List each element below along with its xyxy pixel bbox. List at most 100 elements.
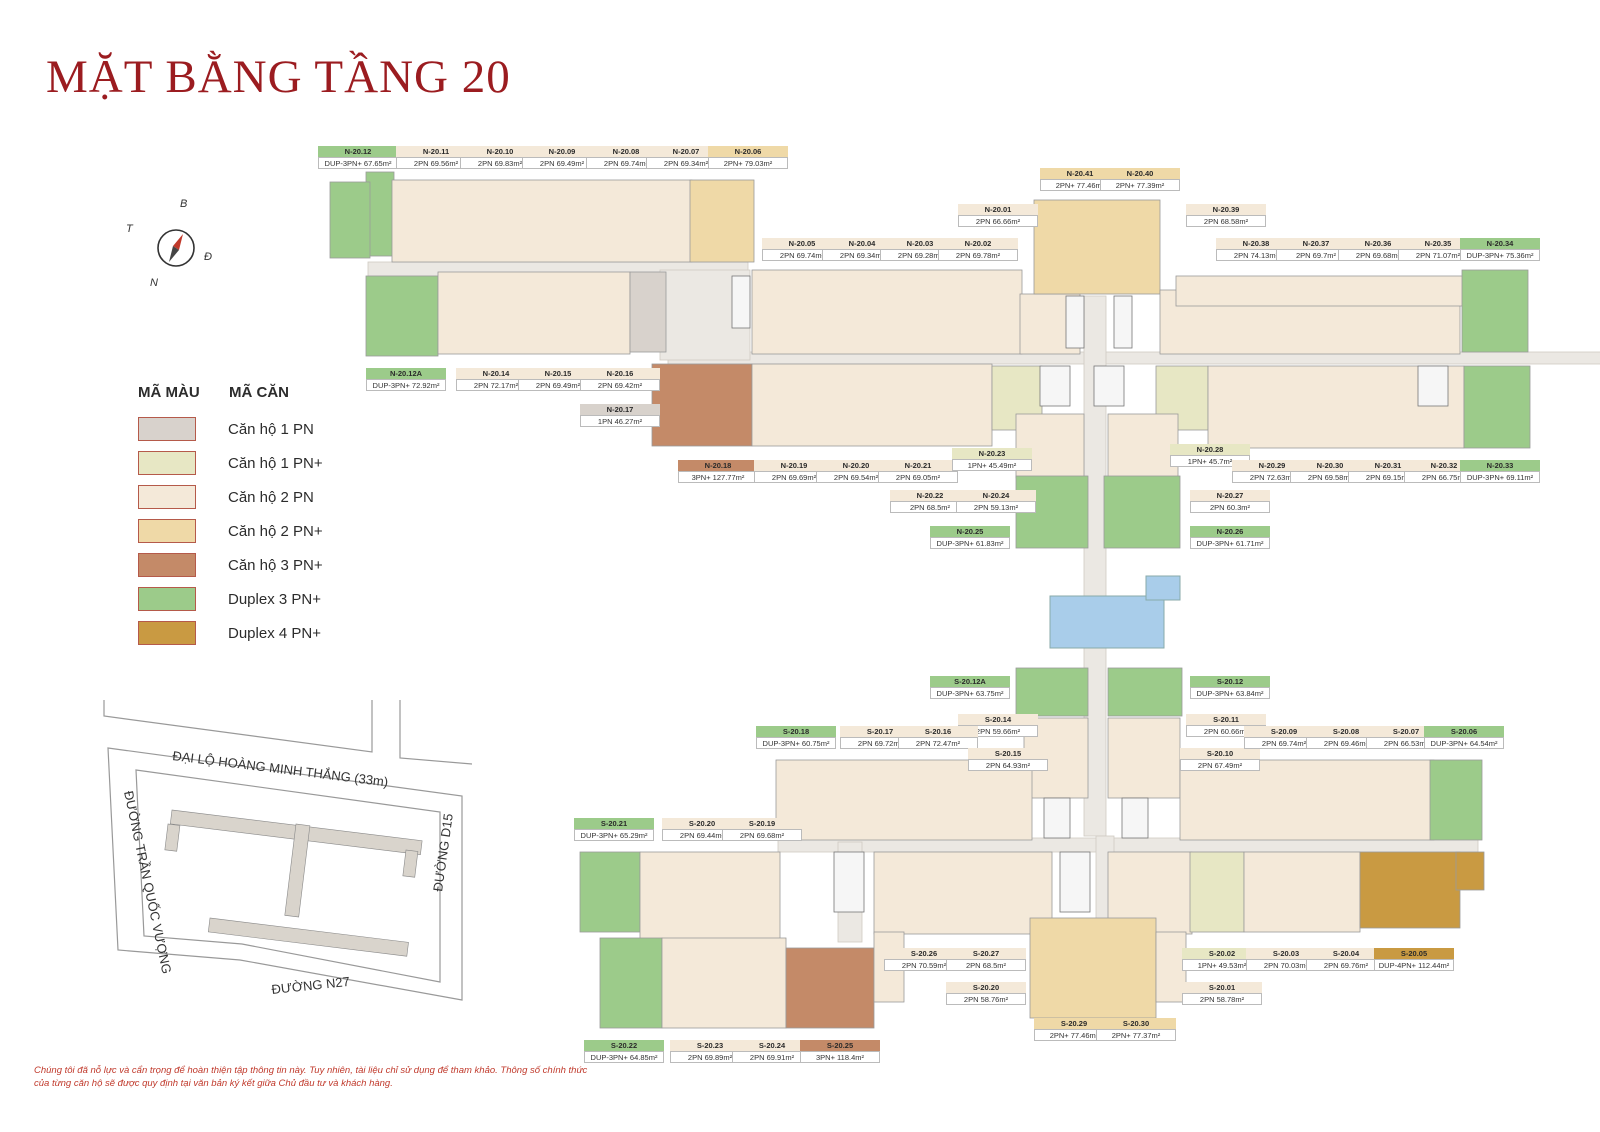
unit-info: 2PN 69.83m²: [460, 157, 540, 169]
unit-info: DUP-3PN+ 75.36m²: [1460, 249, 1540, 261]
legend-swatch: [138, 621, 196, 645]
unit-block: [1189, 851, 1245, 933]
road-bottom-label: ĐƯỜNG N27: [271, 974, 351, 997]
unit-code: N-20.01: [958, 204, 1038, 215]
legend-swatch: [138, 485, 196, 509]
unit-block: [1107, 413, 1179, 479]
unit-info: 2PN 69.74m²: [1244, 737, 1324, 749]
unit-code: S-20.02: [1182, 948, 1262, 959]
unit-info: 3PN+ 127.77m²: [678, 471, 758, 483]
unit-info: 2PN+ 77.39m²: [1100, 179, 1180, 191]
unit-info: 2PN 66.66m²: [958, 215, 1038, 227]
legend-item: Duplex 4 PN+: [138, 616, 398, 650]
compass-south: N: [150, 277, 158, 289]
unit-code: N-20.26: [1190, 526, 1270, 537]
unit-info: 1PN 46.27m²: [580, 415, 660, 427]
unit-code: S-20.09: [1244, 726, 1324, 737]
unit-info: 2PN 72.47m²: [898, 737, 978, 749]
unit-code: N-20.11: [396, 146, 476, 157]
unit-code: N-20.12A: [366, 368, 446, 379]
unit-block: [1029, 917, 1157, 1019]
unit-info: 2PN 60.3m²: [1190, 501, 1270, 513]
legend-swatch: [138, 451, 196, 475]
unit-code: N-20.15: [518, 368, 598, 379]
unit-code: N-20.30: [1290, 460, 1370, 471]
unit-code: N-20.34: [1460, 238, 1540, 249]
unit-code: N-20.03: [880, 238, 960, 249]
unit-block: [661, 937, 787, 1029]
unit-info: 2PN 69.89m²: [670, 1051, 750, 1063]
legend-item: Căn hộ 3 PN+: [138, 548, 398, 582]
page-title: MẶT BẰNG TẦNG 20: [46, 51, 511, 103]
unit-block: [1179, 759, 1435, 841]
unit-block: [639, 851, 781, 941]
unit-code: S-20.18: [756, 726, 836, 737]
unit-info: 2PN 68.58m²: [1186, 215, 1266, 227]
unit-block: [1455, 851, 1485, 891]
legend-swatch: [138, 417, 196, 441]
unit-code: S-20.19: [722, 818, 802, 829]
elevator-core: [1121, 797, 1149, 839]
unit-block: [365, 171, 395, 257]
unit-info: 3PN+ 118.4m²: [800, 1051, 880, 1063]
unit-code: N-20.21: [878, 460, 958, 471]
unit-code: S-20.17: [840, 726, 920, 737]
unit-info: 2PN 64.93m²: [968, 759, 1048, 771]
elevator-core: [833, 851, 865, 913]
elevator-core: [1417, 365, 1449, 407]
